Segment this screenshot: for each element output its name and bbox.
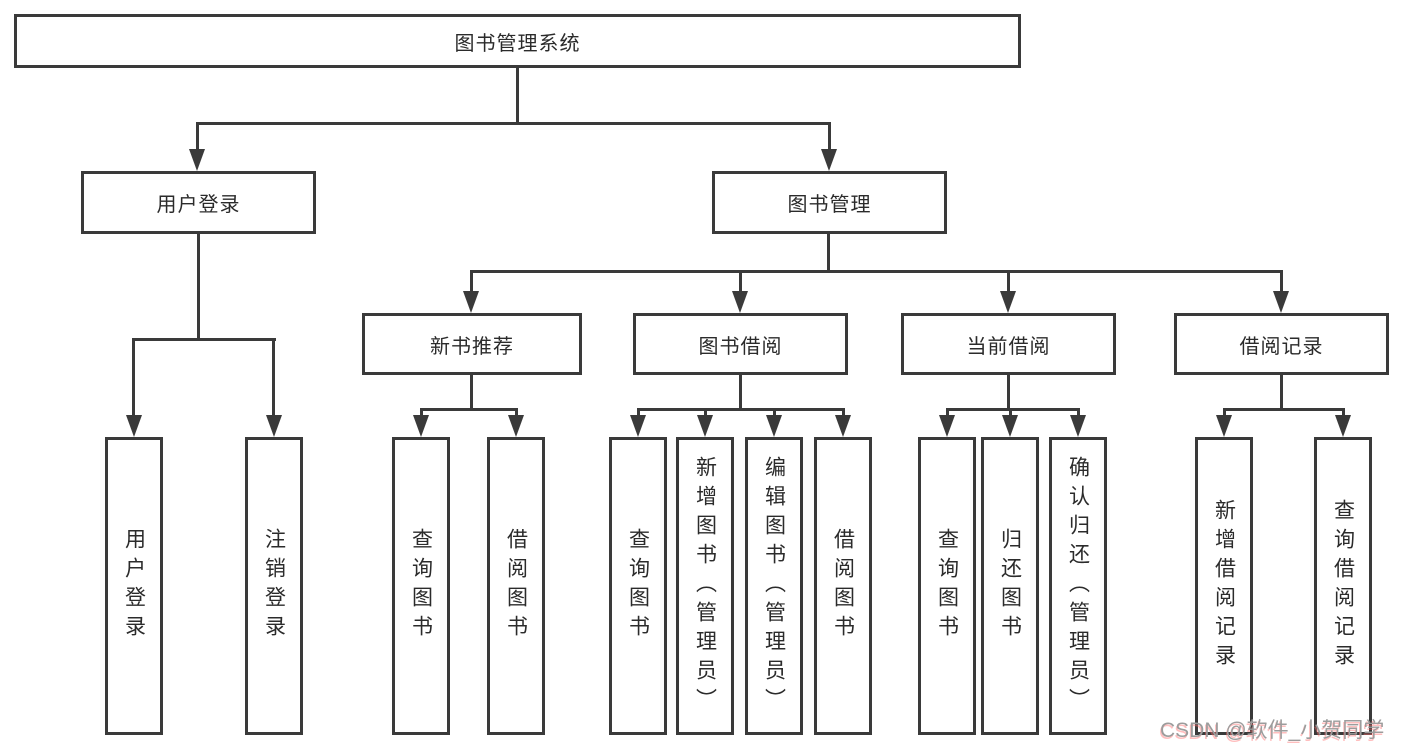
node-current-borrow: 当前借阅 xyxy=(901,313,1116,375)
arrow-down-icon xyxy=(189,149,205,171)
node-label: 注销登录 xyxy=(262,528,286,644)
arrow-down-icon xyxy=(1335,415,1351,437)
leaf-nbr-borrow-book: 借阅图书 xyxy=(487,437,545,735)
connector-branch xyxy=(420,408,518,411)
leaf-bb-edit-book-admin: 编辑图书（管理员） xyxy=(745,437,803,735)
node-user-login: 用户登录 xyxy=(81,171,316,234)
connector-root-branch xyxy=(197,122,831,125)
leaf-logout: 注销登录 xyxy=(245,437,303,735)
node-label: 查询图书 xyxy=(935,528,959,644)
connector-stem xyxy=(1007,375,1010,410)
connector-drop xyxy=(946,408,949,418)
arrow-down-icon xyxy=(508,415,524,437)
connector-drop xyxy=(1007,270,1010,294)
connector-root-stem xyxy=(516,68,519,124)
node-label: 图书管理系统 xyxy=(454,32,581,55)
arrow-down-icon xyxy=(732,291,748,313)
connector-stem xyxy=(1280,375,1283,410)
arrow-down-icon xyxy=(126,415,142,437)
arrow-down-icon xyxy=(1002,415,1018,437)
connector-drop xyxy=(773,408,776,418)
connector-drop xyxy=(272,338,275,418)
arrow-down-icon xyxy=(630,415,646,437)
leaf-cb-query-book: 查询图书 xyxy=(918,437,976,735)
leaf-br-add-record: 新增借阅记录 xyxy=(1195,437,1253,735)
connector-branch xyxy=(1223,408,1345,411)
connector-drop xyxy=(637,408,640,418)
connector-drop-user-login xyxy=(196,122,199,152)
connector-drop xyxy=(515,408,518,418)
arrow-down-icon xyxy=(266,415,282,437)
connector-drop xyxy=(420,408,423,418)
connector-drop xyxy=(1077,408,1080,418)
node-borrow-records: 借阅记录 xyxy=(1174,313,1389,375)
connector-user-login-stem xyxy=(197,234,200,341)
node-label: 查询借阅记录 xyxy=(1331,499,1355,673)
arrow-down-icon xyxy=(1216,415,1232,437)
connector-drop xyxy=(704,408,707,418)
leaf-cb-confirm-return-admin: 确认归还（管理员） xyxy=(1049,437,1107,735)
csdn-watermark: CSDN @软件_小贺同学 xyxy=(1160,719,1385,742)
arrow-down-icon xyxy=(697,415,713,437)
node-label: 新增图书（管理员） xyxy=(693,455,717,717)
node-label: 确认归还（管理员） xyxy=(1066,455,1090,717)
arrow-down-icon xyxy=(1000,291,1016,313)
connector-drop xyxy=(1342,408,1345,418)
node-label: 用户登录 xyxy=(156,194,241,216)
connector-stem xyxy=(470,375,473,410)
leaf-user-login: 用户登录 xyxy=(105,437,163,735)
node-label: 用户登录 xyxy=(122,528,146,644)
node-new-book-recommend: 新书推荐 xyxy=(362,313,582,375)
connector-branch xyxy=(637,408,845,411)
leaf-bb-borrow-book: 借阅图书 xyxy=(814,437,872,735)
node-library-system-root: 图书管理系统 xyxy=(14,14,1021,68)
node-label: 图书借阅 xyxy=(698,335,783,358)
leaf-bb-query-book: 查询图书 xyxy=(609,437,667,735)
node-label: 查询图书 xyxy=(409,528,433,644)
connector-drop xyxy=(1280,270,1283,294)
leaf-bb-add-book-admin: 新增图书（管理员） xyxy=(676,437,734,735)
connector-user-login-branch xyxy=(133,338,276,341)
node-book-borrow: 图书借阅 xyxy=(633,313,848,375)
node-label: 归还图书 xyxy=(998,528,1022,644)
connector-stem xyxy=(739,375,742,410)
connector-drop xyxy=(470,270,473,294)
node-label: 借阅图书 xyxy=(504,528,528,644)
arrow-down-icon xyxy=(413,415,429,437)
arrow-down-icon xyxy=(835,415,851,437)
arrow-down-icon xyxy=(939,415,955,437)
leaf-nbr-query-book: 查询图书 xyxy=(392,437,450,735)
node-book-management: 图书管理 xyxy=(712,171,947,234)
connector-drop xyxy=(1223,408,1226,418)
node-label: 查询图书 xyxy=(626,528,650,644)
connector-drop-book-mgmt xyxy=(828,122,831,152)
arrow-down-icon xyxy=(1273,291,1289,313)
node-label: 新增借阅记录 xyxy=(1212,499,1236,673)
leaf-cb-return-book: 归还图书 xyxy=(981,437,1039,735)
arrow-down-icon xyxy=(766,415,782,437)
connector-branch xyxy=(946,408,1080,411)
node-label: 借阅记录 xyxy=(1239,335,1324,358)
node-label: 新书推荐 xyxy=(430,335,514,358)
connector-book-mgmt-branch xyxy=(470,270,1282,273)
connector-drop xyxy=(1009,408,1012,418)
connector-drop xyxy=(842,408,845,418)
connector-drop xyxy=(739,270,742,294)
node-label: 当前借阅 xyxy=(966,335,1051,358)
arrow-down-icon xyxy=(821,149,837,171)
node-label: 编辑图书（管理员） xyxy=(762,455,786,717)
node-label: 图书管理 xyxy=(787,194,872,216)
connector-drop xyxy=(132,338,135,418)
arrow-down-icon xyxy=(1070,415,1086,437)
leaf-br-query-record: 查询借阅记录 xyxy=(1314,437,1372,735)
connector-book-mgmt-stem xyxy=(827,234,830,273)
node-label: 借阅图书 xyxy=(831,528,855,644)
arrow-down-icon xyxy=(463,291,479,313)
